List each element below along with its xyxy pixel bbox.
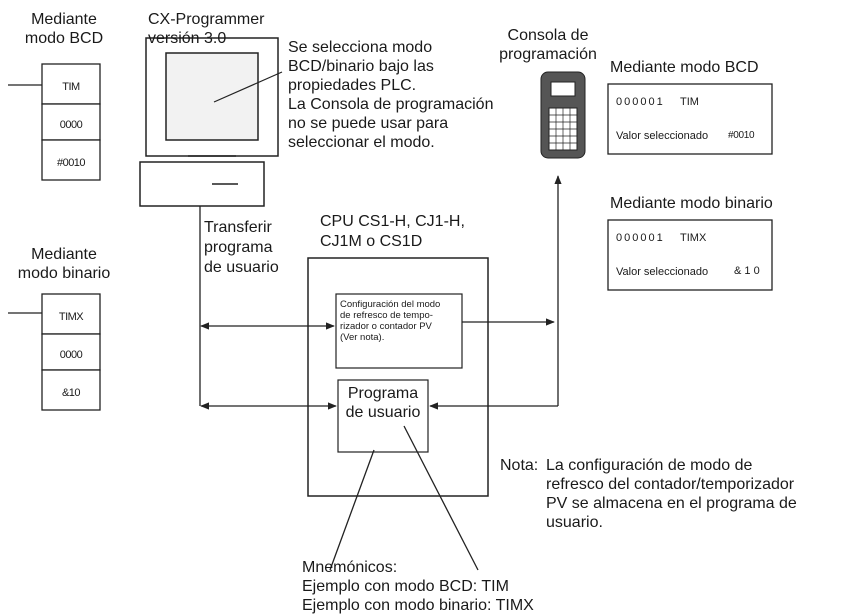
cx-note: Se selecciona modo BCD/binario bajo las … bbox=[288, 38, 493, 152]
display-bcd-label: Valor seleccionado bbox=[616, 130, 709, 142]
cx-programmer-label: CX-Programmer versión 3.0 bbox=[148, 10, 264, 48]
binary-ladder-operand: 0000 bbox=[59, 349, 83, 361]
binary-title-line1: Mediante bbox=[31, 246, 97, 263]
display-bcd-value: #0010 bbox=[728, 130, 755, 141]
config-line: rizador o contador PV bbox=[340, 321, 432, 332]
console-label: Consola de programación bbox=[494, 26, 602, 64]
cpu-label: CPU CS1-H, CJ1-H, CJ1M o CS1D bbox=[320, 212, 465, 252]
transfer-line1: Transferir bbox=[204, 219, 272, 236]
cx-line1: CX-Programmer bbox=[148, 11, 265, 28]
config-line: (Ver nota). bbox=[340, 332, 385, 343]
display-bcd-title: Mediante modo BCD bbox=[610, 59, 759, 76]
bcd-ladder-operand: 0000 bbox=[59, 119, 83, 131]
callout-line bbox=[213, 71, 283, 103]
cx-line2: versión 3.0 bbox=[148, 30, 227, 47]
display-bcd-instruction: TIM bbox=[680, 96, 699, 108]
note-prefix: Nota: bbox=[500, 457, 539, 474]
display-binary-address: 000001 bbox=[616, 232, 665, 244]
mnemonics-bcd: Ejemplo con modo BCD: TIM bbox=[302, 578, 509, 595]
programming-console-icon bbox=[540, 71, 586, 159]
user-program-text: Programa de usuario bbox=[338, 384, 428, 422]
ladder-bcd bbox=[8, 63, 101, 181]
cx-note-line: BCD/binario bajo las bbox=[288, 58, 434, 75]
mnemonics-binary: Ejemplo con modo binario: TIMX bbox=[302, 597, 534, 614]
display-binary-label: Valor seleccionado bbox=[616, 266, 709, 278]
cpu-line2: CJ1M o CS1D bbox=[320, 233, 423, 250]
mnemonics-text: Mnemónicos: Ejemplo con modo BCD: TIM Ej… bbox=[302, 558, 534, 615]
ladder-binary bbox=[8, 293, 101, 411]
computer-icon bbox=[139, 37, 279, 207]
note-line: La configuración de modo de bbox=[546, 457, 753, 474]
bcd-title-line2: modo BCD bbox=[24, 30, 104, 47]
user-program-line1: Programa bbox=[347, 385, 419, 402]
note-line: refresco del contador/temporizador bbox=[546, 476, 795, 493]
user-program-frame bbox=[337, 379, 429, 453]
transfer-line3: de usuario bbox=[204, 259, 279, 276]
transfer-label: Transferir programa de usuario bbox=[204, 218, 279, 278]
note-line: PV se almacena en el programa de bbox=[546, 495, 797, 512]
cx-note-line: Se selecciona modo bbox=[288, 39, 433, 56]
display-bcd-frame bbox=[607, 83, 773, 155]
display-binary-title: Mediante modo binario bbox=[610, 195, 773, 212]
mnemonics-title: Mnemónicos: bbox=[302, 559, 398, 576]
display-binary-frame bbox=[607, 219, 773, 291]
mnemonic-callout-right bbox=[403, 425, 479, 571]
bcd-ladder-setvalue: #0010 bbox=[56, 157, 86, 169]
user-program-line2: de usuario bbox=[345, 404, 421, 421]
config-line: Configuración del modo bbox=[340, 299, 441, 310]
binary-mode-title: Mediante modo binario bbox=[12, 245, 116, 283]
bcd-ladder-instruction: TIM bbox=[62, 81, 80, 93]
binary-title-line2: modo binario bbox=[17, 265, 111, 282]
note-text: La configuración de modo de refresco del… bbox=[546, 456, 797, 532]
mnemonic-callout-left bbox=[329, 449, 375, 571]
cx-note-line: seleccionar el modo. bbox=[288, 134, 435, 151]
cx-note-line: propiedades PLC. bbox=[288, 77, 417, 94]
display-binary-value: & 1 0 bbox=[734, 265, 760, 277]
binary-ladder-instruction: TIMX bbox=[58, 311, 84, 323]
bcd-mode-title: Mediante modo BCD bbox=[22, 10, 106, 48]
console-line2: programación bbox=[499, 46, 597, 63]
cx-note-line: no se puede usar para bbox=[288, 115, 449, 132]
bcd-title-line1: Mediante bbox=[31, 11, 97, 28]
cx-note-line: La Consola de programación bbox=[288, 96, 494, 113]
console-line1: Consola de bbox=[507, 27, 589, 44]
note-line: usuario. bbox=[546, 514, 603, 531]
display-binary-instruction: TIMX bbox=[680, 232, 707, 244]
config-line: de refresco de tempo- bbox=[340, 310, 433, 321]
config-box-text: Configuración del modo de refresco de te… bbox=[340, 299, 440, 343]
config-box-frame bbox=[335, 293, 463, 369]
binary-ladder-setvalue: &10 bbox=[61, 387, 81, 399]
transfer-line2: programa bbox=[204, 239, 273, 256]
display-bcd-address: 000001 bbox=[616, 96, 665, 108]
cpu-line1: CPU CS1-H, CJ1-H, bbox=[320, 213, 465, 230]
